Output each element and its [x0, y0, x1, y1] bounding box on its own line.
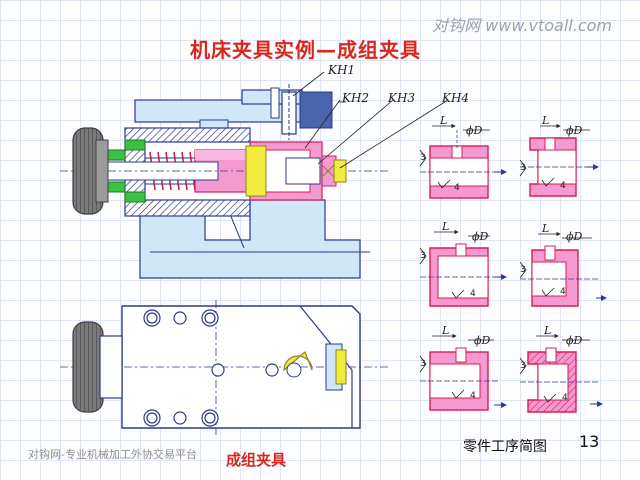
part2-dim-three: 3 — [520, 163, 526, 173]
part2-length-label: L — [541, 114, 549, 127]
part4-dim-three: 3 — [520, 265, 526, 275]
part1-dim-four: 4 — [454, 183, 460, 193]
label-kh2: KH2 — [341, 91, 369, 105]
handwheel-knob — [72, 127, 109, 215]
page-number: 13 — [579, 432, 600, 451]
watermark: 对钩网 www.vtoall.com — [432, 16, 612, 35]
part-sketch-1 — [419, 123, 507, 199]
part2-diameter-label: ϕD — [566, 124, 582, 137]
part-sketch-5 — [419, 333, 507, 411]
label-kh3: KH3 — [387, 91, 415, 105]
workpiece-end — [245, 141, 347, 201]
part5-dim-four: 4 — [470, 391, 476, 401]
footer-caption: 成组夹具 — [226, 451, 287, 469]
part6-diameter-label: ϕD — [566, 334, 582, 347]
part1-diameter-label: ϕD — [466, 124, 482, 137]
kh4-cap — [333, 159, 347, 183]
part5-diameter-label: ϕD — [474, 334, 490, 347]
part4-diameter-label: ϕD — [566, 230, 582, 243]
part-sketch-4 — [519, 231, 607, 307]
part1-length-label: L — [439, 114, 447, 127]
footer-platform: 对钩网-专业机械加工外协交易平台 — [28, 448, 197, 461]
part-sketch-2 — [519, 123, 599, 197]
part3-dim-three: 3 — [420, 251, 426, 261]
part6-length-label: L — [543, 324, 551, 337]
part6-dim-four: 4 — [562, 393, 568, 403]
part4-dim-four: 4 — [560, 287, 566, 297]
part-sketches — [419, 123, 607, 413]
part-sketch-6 — [519, 333, 603, 413]
page-title: 机床夹具实例—成组夹具 — [190, 38, 421, 62]
part-sketch-3 — [419, 229, 507, 307]
part1-dim-three: 3 — [420, 153, 426, 163]
part3-length-label: L — [441, 220, 449, 233]
part-sketch-labels: L ϕD 3 4 L ϕD 3 4 L ϕD 3 4 L ϕD 3 4 L ϕD… — [420, 114, 582, 403]
fixture-section-view — [60, 71, 449, 279]
plan-bolt-holes — [143, 309, 279, 427]
plan-locator — [283, 350, 313, 372]
part5-length-label: L — [441, 324, 449, 337]
part6-dim-three: 3 — [520, 361, 526, 371]
part5-dim-three: 3 — [420, 359, 426, 369]
part3-diameter-label: ϕD — [472, 230, 488, 243]
label-kh4: KH4 — [441, 91, 469, 105]
fixture-plan-view — [60, 300, 390, 435]
parts-caption: 零件工序简图 — [463, 439, 547, 455]
part4-length-label: L — [541, 222, 549, 235]
part3-dim-four: 4 — [470, 289, 476, 299]
plan-handwheel-knob — [72, 321, 104, 413]
part2-dim-four: 4 — [560, 181, 566, 191]
label-kh1: KH1 — [327, 63, 355, 77]
